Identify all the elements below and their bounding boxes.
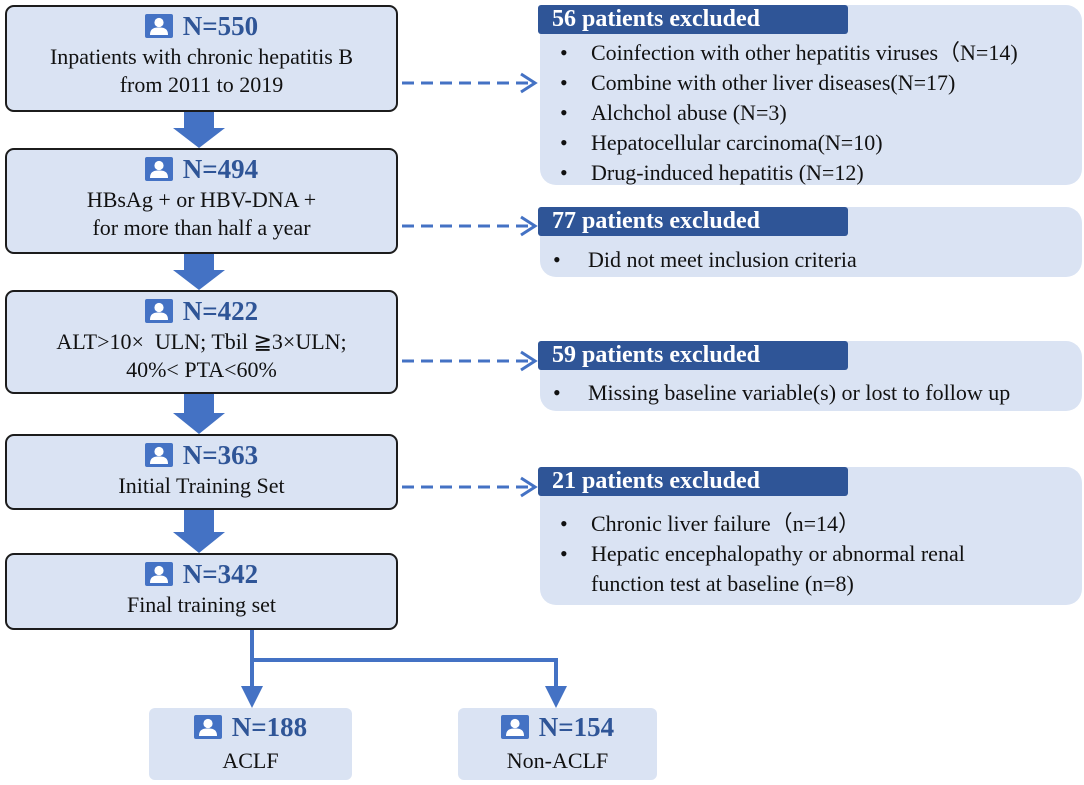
bullet: • xyxy=(560,40,568,65)
flow-step-5: N=342 Final training set xyxy=(5,553,398,630)
exclusion-item-line: Chronic liver failure（n=14） xyxy=(591,511,861,536)
exclusion-item-text: Drug-induced hepatitis (N=12) xyxy=(591,158,864,188)
outcome-aclf: N=188 ACLF xyxy=(149,708,352,780)
step-count: N=363 xyxy=(182,440,259,470)
outcome-label: Non-ACLF xyxy=(506,748,609,773)
exclusion-item: • Alchchol abuse (N=3) xyxy=(540,98,1082,128)
user-icon xyxy=(193,715,222,739)
exclusion-item: • Drug-induced hepatitis (N=12) xyxy=(540,158,1082,188)
count-row: N=550 xyxy=(7,9,396,43)
user-icon xyxy=(500,715,529,739)
exclusion-title: 77 patients excluded xyxy=(538,207,848,236)
outcome-count: N=154 xyxy=(538,712,615,742)
bullet: • xyxy=(553,247,561,272)
exclusion-title: 21 patients excluded xyxy=(538,467,848,496)
count-row: N=494 xyxy=(7,152,396,186)
down-arrow-3 xyxy=(173,394,225,434)
exclusion-item: • Hepatocellular carcinoma(N=10) xyxy=(540,128,1082,158)
flow-step-3: N=422 ALT>10× ULN; Tbil ≧3×ULN; 40%< PTA… xyxy=(5,290,398,394)
exclusion-item: • Did not meet inclusion criteria xyxy=(540,245,1082,275)
step-description-line: from 2011 to 2019 xyxy=(119,72,284,97)
exclusion-panel-1: 56 patients excluded • Coinfection with … xyxy=(538,5,1082,188)
outcome-non-aclf: N=154 Non-ACLF xyxy=(458,708,657,780)
exclusion-item: • Coinfection with other hepatitis virus… xyxy=(540,38,1082,68)
exclusion-item-line: Combine with other liver diseases(N=17) xyxy=(591,70,956,95)
user-icon xyxy=(144,443,173,467)
step-description-line: Final training set xyxy=(126,592,277,617)
exclusion-item-text: Coinfection with other hepatitis viruses… xyxy=(591,38,1018,68)
exclusion-panel-2: 77 patients excluded • Did not meet incl… xyxy=(538,207,1082,277)
exclusion-item-line: Alchchol abuse (N=3) xyxy=(591,100,787,125)
exclusion-item-line: Missing baseline variable(s) or lost to … xyxy=(588,380,1011,405)
step-count: N=422 xyxy=(182,296,259,326)
dashed-arrow-head-3 xyxy=(520,350,538,372)
user-icon xyxy=(144,157,173,181)
arrow-head-non-aclf xyxy=(545,686,567,708)
step-description-line: Initial Training Set xyxy=(118,473,285,498)
flow-step-4: N=363 Initial Training Set xyxy=(5,434,398,510)
user-icon xyxy=(144,562,173,586)
step-count: N=342 xyxy=(182,559,259,589)
count-row: N=188 xyxy=(149,710,352,744)
step-description-line: for more than half a year xyxy=(92,215,311,240)
step-count: N=494 xyxy=(182,154,259,184)
exclusion-item-line: function test at baseline (n=8) xyxy=(591,571,854,596)
exclusion-item-line: Did not meet inclusion criteria xyxy=(588,247,857,272)
outcome-count: N=188 xyxy=(231,712,308,742)
bullet: • xyxy=(560,130,568,155)
count-row: N=154 xyxy=(458,710,657,744)
exclusion-item: • Combine with other liver diseases(N=17… xyxy=(540,68,1082,98)
step-description-line: ALT>10× ULN; Tbil ≧3×ULN; xyxy=(56,329,347,354)
exclusion-item-text: Chronic liver failure（n=14） xyxy=(591,509,860,539)
bullet: • xyxy=(560,70,568,95)
user-icon xyxy=(144,14,173,38)
exclusion-panel-3: 59 patients excluded • Missing baseline … xyxy=(538,341,1082,411)
exclusion-item-line: Coinfection with other hepatitis viruses… xyxy=(591,40,1018,65)
user-icon xyxy=(144,299,173,323)
exclusion-title: 59 patients excluded xyxy=(538,341,848,370)
step-description-line: HBsAg + or HBV-DNA + xyxy=(86,187,317,212)
bullet: • xyxy=(553,380,561,405)
exclusion-list: • Chronic liver failure（n=14） • Hepatic … xyxy=(540,496,1082,599)
flow-step-1: N=550 Inpatients with chronic hepatitis … xyxy=(5,5,398,112)
exclusion-item-text: Missing baseline variable(s) or lost to … xyxy=(588,378,1010,408)
exclusion-item-text: Combine with other liver diseases(N=17) xyxy=(591,68,955,98)
down-arrow-2 xyxy=(173,254,225,290)
dashed-arrow-head-1 xyxy=(520,72,538,94)
down-arrow-4 xyxy=(173,510,225,553)
down-arrow-1 xyxy=(173,112,225,148)
exclusion-item-line: Hepatic encephalopathy or abnormal renal xyxy=(591,541,965,566)
bullet: • xyxy=(560,541,568,566)
step-count: N=550 xyxy=(182,11,259,41)
dashed-arrow-head-4 xyxy=(520,476,538,498)
exclusion-list: • Did not meet inclusion criteria xyxy=(540,236,1082,275)
exclusion-list: • Coinfection with other hepatitis virus… xyxy=(540,34,1082,188)
count-row: N=342 xyxy=(7,557,396,591)
step-description-line: Inpatients with chronic hepatitis B xyxy=(49,44,354,69)
exclusion-panel-4: 21 patients excluded • Chronic liver fai… xyxy=(538,467,1082,605)
exclusion-item-line: Drug-induced hepatitis (N=12) xyxy=(591,160,864,185)
dashed-arrow-head-2 xyxy=(520,215,538,237)
exclusion-item-text: Did not meet inclusion criteria xyxy=(588,245,857,275)
bullet: • xyxy=(560,100,568,125)
exclusion-list: • Missing baseline variable(s) or lost t… xyxy=(540,370,1082,408)
outcome-label: ACLF xyxy=(222,748,279,773)
exclusion-item: • Hepatic encephalopathy or abnormal ren… xyxy=(540,539,1082,599)
exclusion-item-line: Hepatocellular carcinoma(N=10) xyxy=(591,130,883,155)
exclusion-item-text: Alchchol abuse (N=3) xyxy=(591,98,787,128)
exclusion-item: • Missing baseline variable(s) or lost t… xyxy=(540,378,1082,408)
exclusion-item-text: Hepatic encephalopathy or abnormal renal… xyxy=(591,539,965,599)
bullet: • xyxy=(560,511,568,536)
step-description-line: 40%< PTA<60% xyxy=(126,357,277,382)
exclusion-title: 56 patients excluded xyxy=(538,5,848,34)
bullet: • xyxy=(560,160,568,185)
arrow-head-aclf xyxy=(241,686,263,708)
flow-step-2: N=494 HBsAg + or HBV-DNA + for more than… xyxy=(5,148,398,254)
count-row: N=363 xyxy=(7,438,396,472)
exclusion-item-text: Hepatocellular carcinoma(N=10) xyxy=(591,128,883,158)
exclusion-item: • Chronic liver failure（n=14） xyxy=(540,509,1082,539)
count-row: N=422 xyxy=(7,294,396,328)
